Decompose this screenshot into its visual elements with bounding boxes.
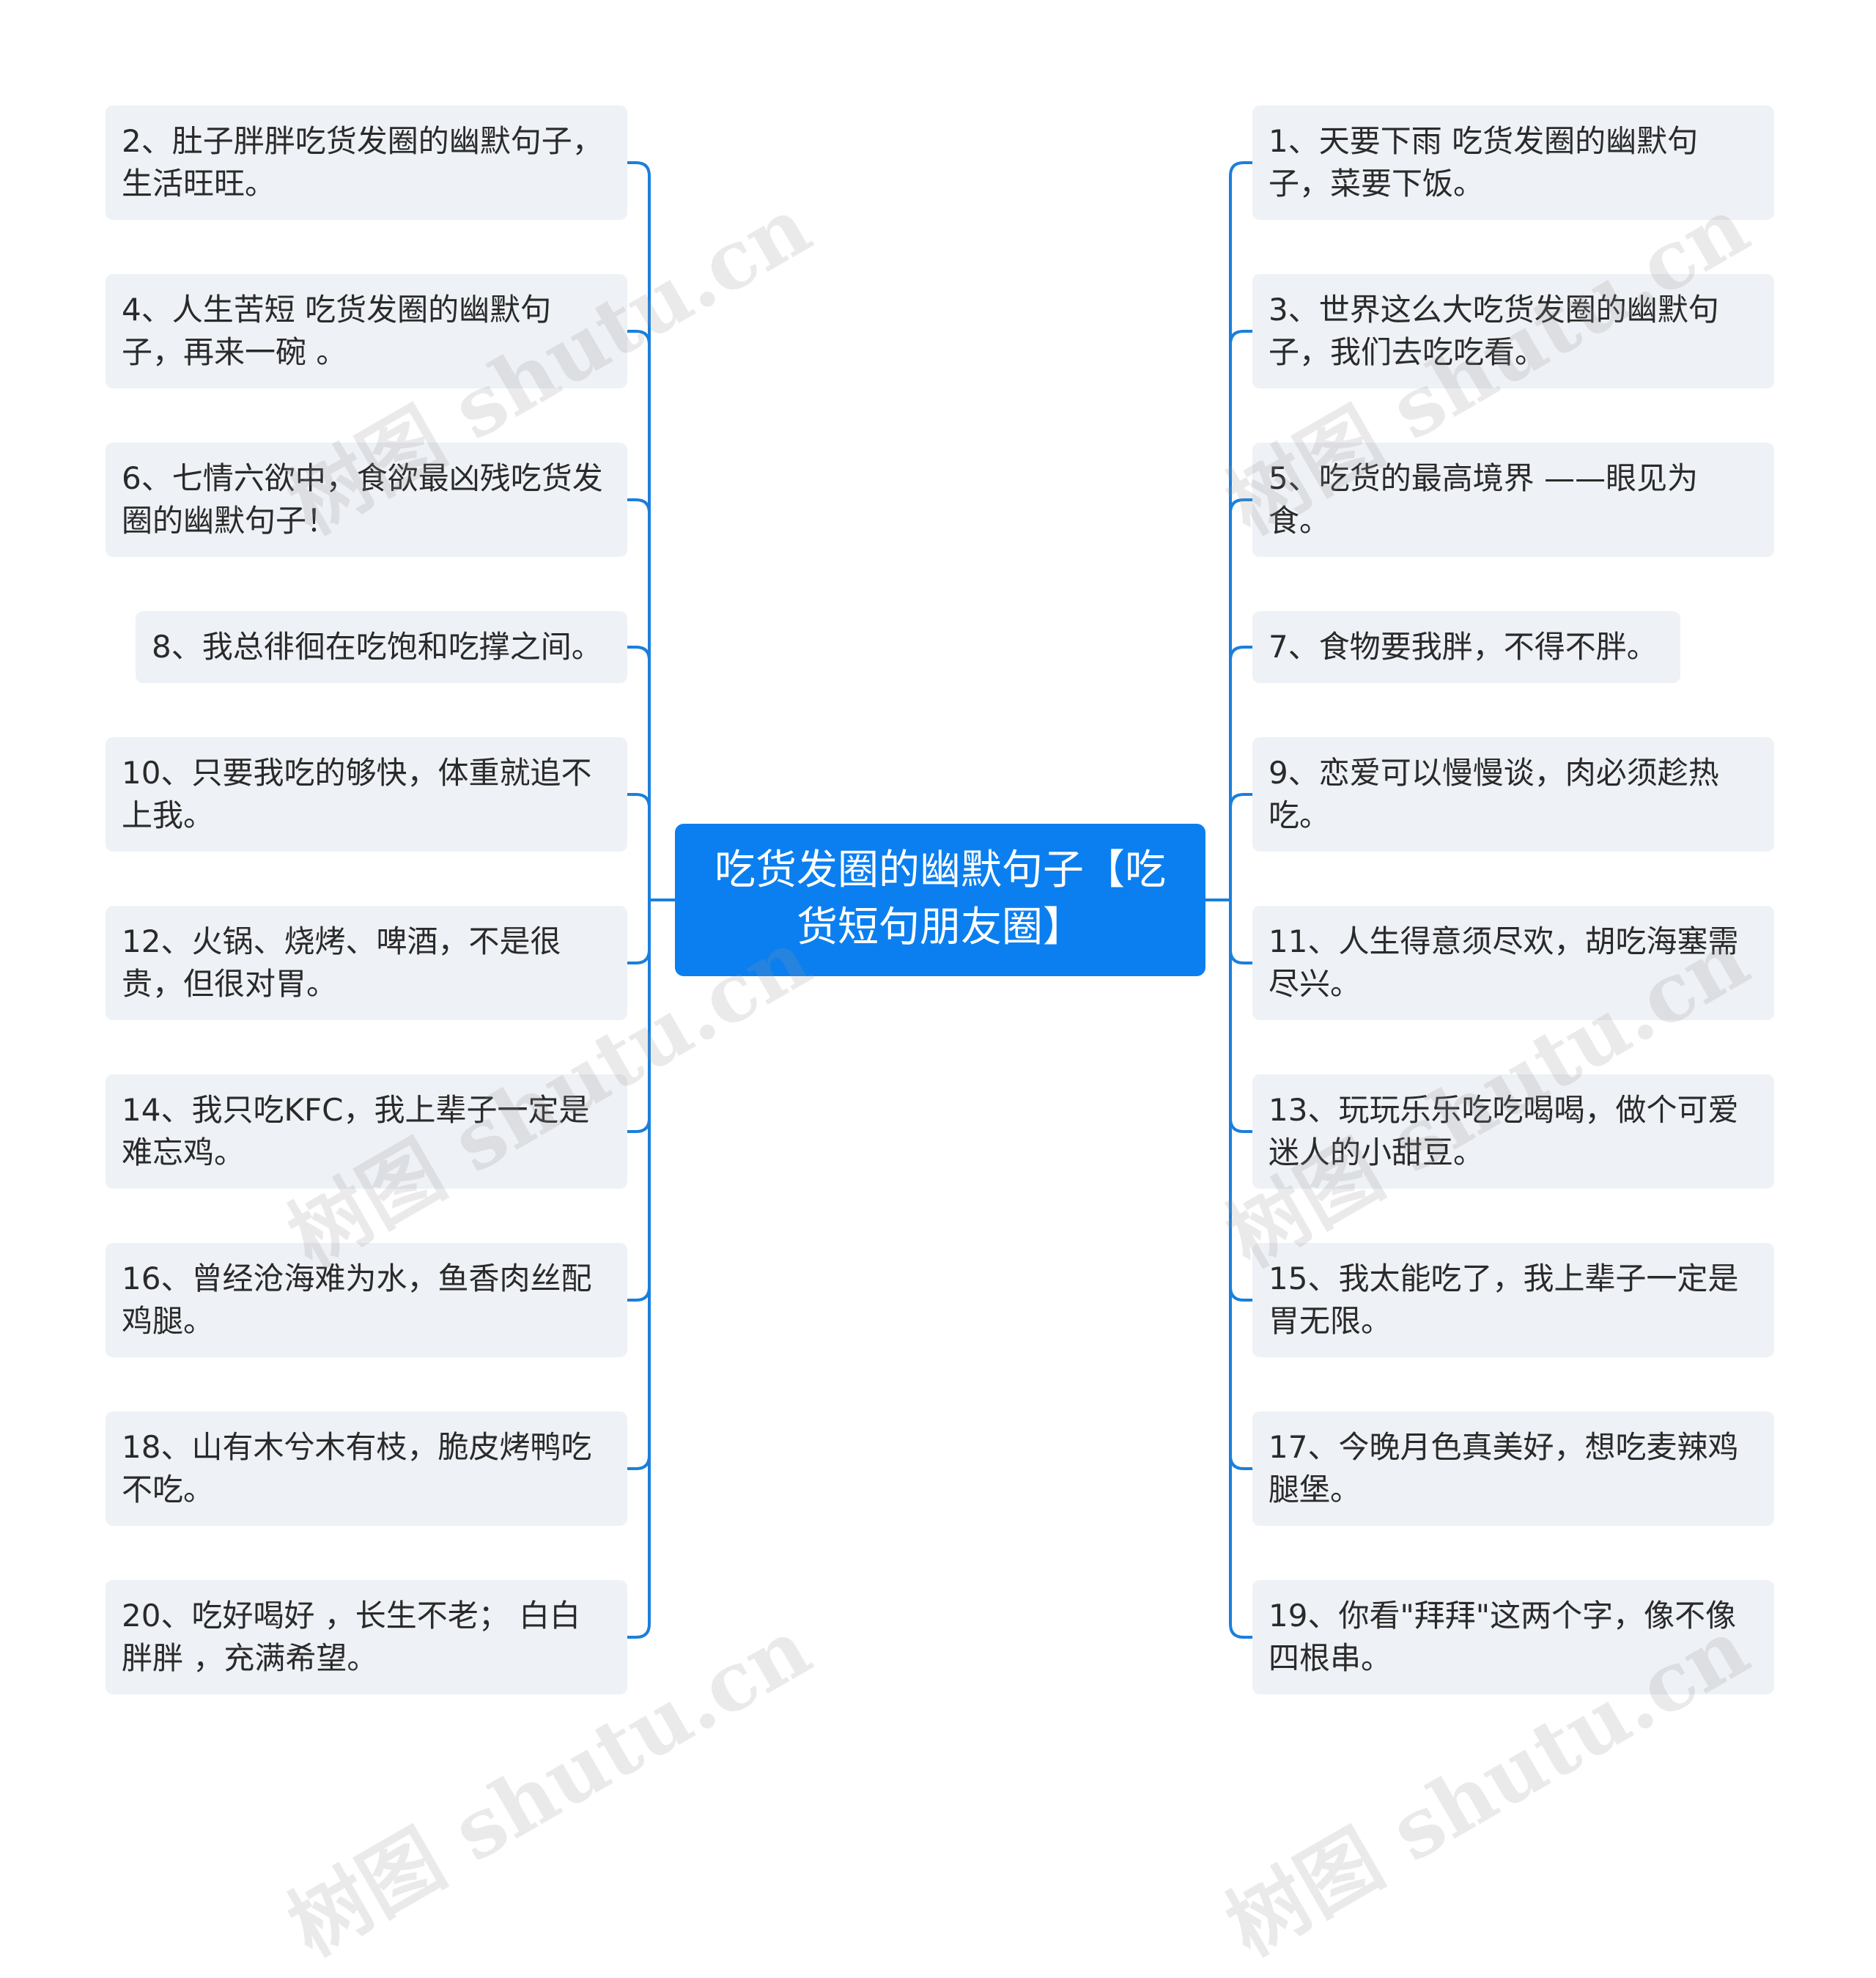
left-node-connector-3 bbox=[626, 498, 651, 901]
right-node-connector-3 bbox=[1229, 498, 1254, 901]
left-node-connector-6 bbox=[626, 898, 651, 964]
right-node-7[interactable]: 13、玩玩乐乐吃吃喝喝，做个可爱迷人的小甜豆。 bbox=[1252, 1074, 1774, 1189]
left-node-connector-1 bbox=[626, 161, 651, 901]
right-node-6[interactable]: 11、人生得意须尽欢，胡吃海塞需尽兴。 bbox=[1252, 906, 1774, 1020]
left-node-connector-2 bbox=[626, 330, 651, 901]
root-topic[interactable]: 吃货发圈的幽默句子【吃货短句朋友圈】 bbox=[675, 824, 1205, 976]
right-node-8[interactable]: 15、我太能吃了，我上辈子一定是胃无限。 bbox=[1252, 1243, 1774, 1357]
left-node-4[interactable]: 8、我总徘徊在吃饱和吃撑之间。 bbox=[136, 611, 627, 683]
right-node-3[interactable]: 5、吃货的最高境界 ——眼见为食。 bbox=[1252, 443, 1774, 557]
right-node-4[interactable]: 7、食物要我胖，不得不胖。 bbox=[1252, 611, 1680, 683]
right-node-connector-5 bbox=[1229, 793, 1254, 901]
right-node-connector-10 bbox=[1229, 898, 1254, 1639]
left-node-8[interactable]: 16、曾经沧海难为水，鱼香肉丝配鸡腿。 bbox=[106, 1243, 627, 1357]
left-node-connector-5 bbox=[626, 793, 651, 901]
left-node-connector-10 bbox=[626, 898, 651, 1639]
left-node-10[interactable]: 20、吃好喝好 ，长生不老； 白白胖胖 ，充满希望。 bbox=[106, 1580, 627, 1694]
right-node-connector-6 bbox=[1229, 898, 1254, 964]
right-node-9[interactable]: 17、今晚月色真美好，想吃麦辣鸡腿堡。 bbox=[1252, 1411, 1774, 1526]
left-node-connector-4 bbox=[626, 646, 651, 901]
left-node-5[interactable]: 10、只要我吃的够快，体重就追不上我。 bbox=[106, 737, 627, 852]
right-node-connector-7 bbox=[1229, 898, 1254, 1133]
left-node-6[interactable]: 12、火锅、烧烤、啤酒，不是很贵，但很对胃。 bbox=[106, 906, 627, 1020]
right-node-connector-9 bbox=[1229, 898, 1254, 1470]
connector-lines bbox=[626, 161, 1254, 1639]
left-node-connector-7 bbox=[626, 898, 651, 1133]
right-node-10[interactable]: 19、你看"拜拜"这两个字，像不像四根串。 bbox=[1252, 1580, 1774, 1694]
left-node-3[interactable]: 6、七情六欲中，食欲最凶残吃货发圈的幽默句子！ bbox=[106, 443, 627, 557]
left-node-7[interactable]: 14、我只吃KFC，我上辈子一定是难忘鸡。 bbox=[106, 1074, 627, 1189]
left-node-2[interactable]: 4、人生苦短 吃货发圈的幽默句子，再来一碗 。 bbox=[106, 274, 627, 388]
right-node-connector-1 bbox=[1229, 161, 1254, 901]
right-node-5[interactable]: 9、恋爱可以慢慢谈，肉必须趁热吃。 bbox=[1252, 737, 1774, 852]
right-node-2[interactable]: 3、世界这么大吃货发圈的幽默句子，我们去吃吃看。 bbox=[1252, 274, 1774, 388]
right-node-connector-2 bbox=[1229, 330, 1254, 901]
left-node-connector-9 bbox=[626, 898, 651, 1470]
left-node-9[interactable]: 18、山有木兮木有枝，脆皮烤鸭吃不吃。 bbox=[106, 1411, 627, 1526]
mind-map: 吃货发圈的幽默句子【吃货短句朋友圈】 2、肚子胖胖吃货发圈的幽默句子，生活旺旺。… bbox=[106, 106, 1774, 1974]
right-node-1[interactable]: 1、天要下雨 吃货发圈的幽默句子，菜要下饭。 bbox=[1252, 106, 1774, 220]
right-node-connector-4 bbox=[1229, 646, 1254, 901]
left-node-1[interactable]: 2、肚子胖胖吃货发圈的幽默句子，生活旺旺。 bbox=[106, 106, 627, 220]
